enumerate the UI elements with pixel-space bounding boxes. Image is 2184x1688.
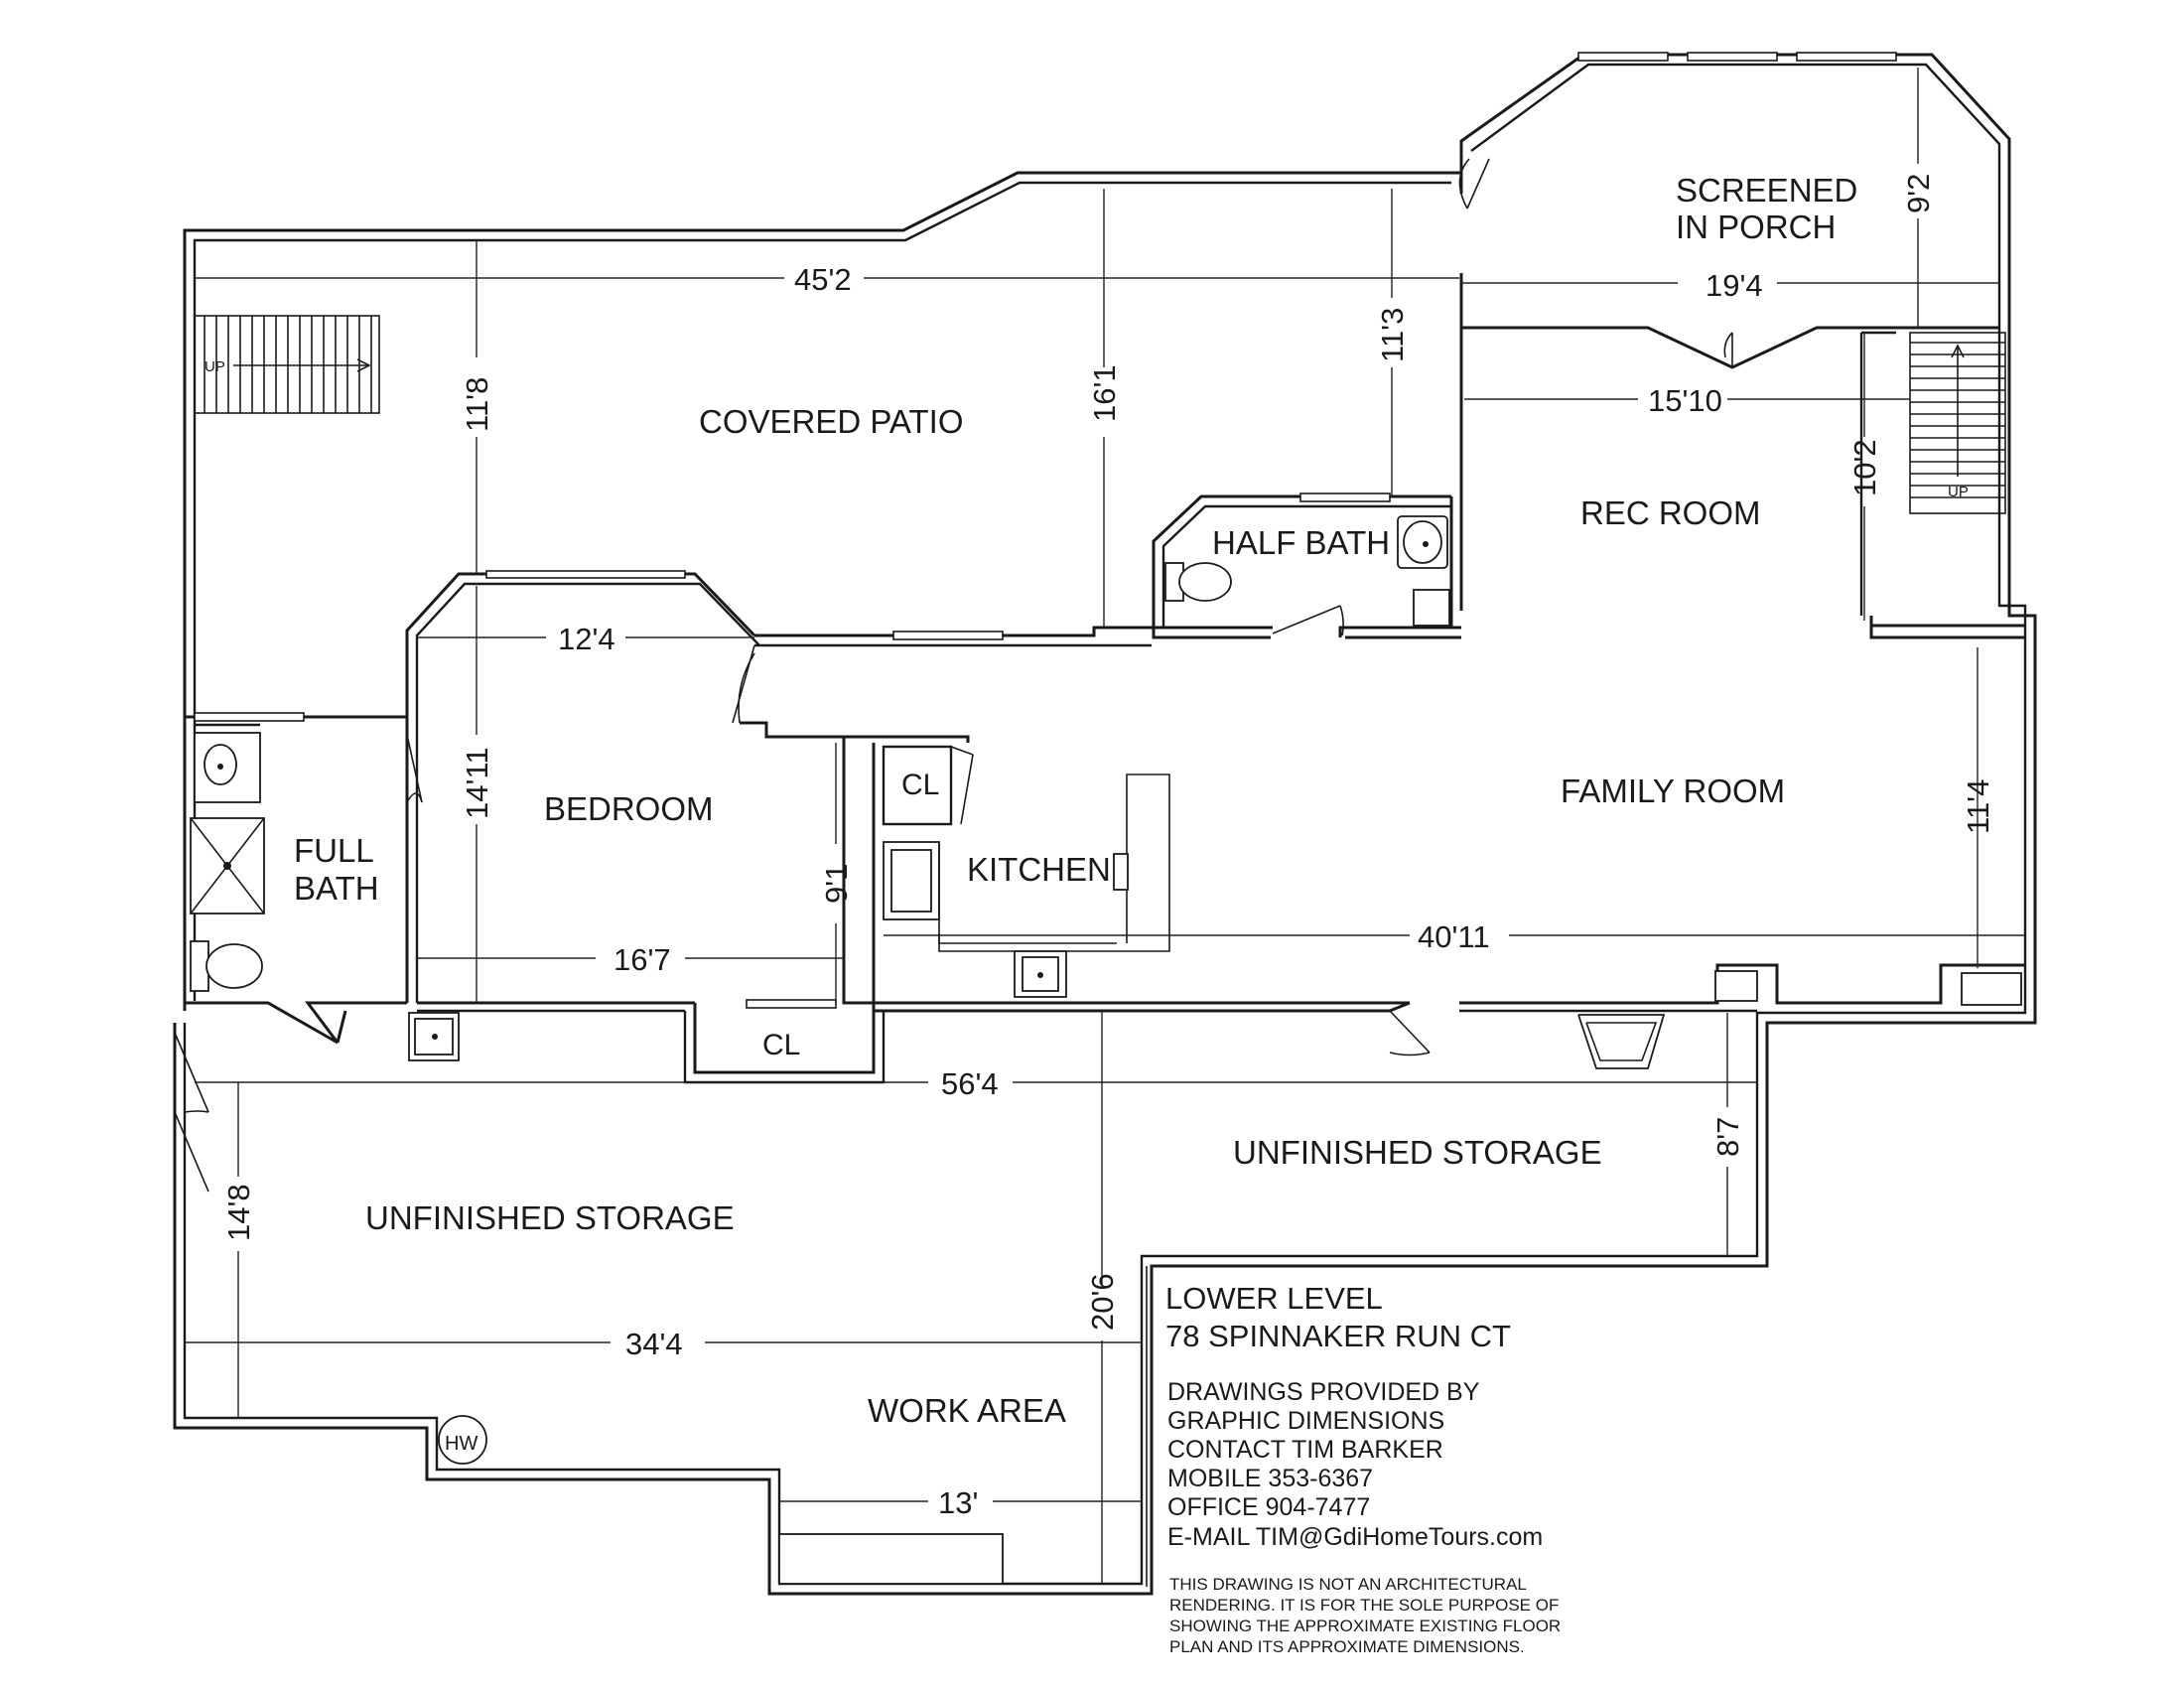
family-room-walls bbox=[874, 616, 2025, 1069]
full-bath-door[interactable] bbox=[406, 734, 423, 803]
half-bath-cabinet bbox=[1413, 589, 1450, 627]
credit-line: GRAPHIC DIMENSIONS bbox=[1167, 1407, 1444, 1435]
credit-line: DRAWINGS PROVIDED BY bbox=[1167, 1378, 1480, 1406]
half-bath-toilet bbox=[1178, 562, 1232, 602]
room-label-unfinished-storage: UNFINISHED STORAGE bbox=[365, 1199, 735, 1236]
credit-line: MOBILE 353-6367 bbox=[1167, 1465, 1373, 1492]
info-block: LOWER LEVEL 78 SPINNAKER RUN CT DRAWINGS… bbox=[1165, 1281, 1561, 1656]
full-bath-exit-door[interactable] bbox=[267, 1002, 339, 1044]
dim-label: 11'4 bbox=[1961, 779, 1995, 834]
room-label-screened-porch: SCREENED bbox=[1676, 172, 1857, 209]
bedroom-door[interactable] bbox=[732, 644, 755, 724]
dim-label: 19'4 bbox=[1706, 268, 1763, 303]
storage-entry: HW bbox=[174, 1002, 1004, 1585]
disclaimer-line: PLAN AND ITS APPROXIMATE DIMENSIONS. bbox=[1169, 1637, 1525, 1656]
water-heater-label: HW bbox=[445, 1433, 478, 1455]
plan-level-title: LOWER LEVEL bbox=[1165, 1281, 1383, 1316]
fireplace bbox=[1577, 1014, 1666, 1069]
room-label-work-area: WORK AREA bbox=[868, 1392, 1066, 1429]
kitchen-closet-door[interactable] bbox=[960, 754, 974, 825]
plan-address: 78 SPINNAKER RUN CT bbox=[1165, 1319, 1511, 1353]
disclaimer-line: RENDERING. IT IS FOR THE SOLE PURPOSE OF bbox=[1169, 1596, 1559, 1615]
room-label-covered-patio: COVERED PATIO bbox=[699, 403, 963, 440]
stairs-right[interactable]: UP bbox=[1859, 331, 2006, 616]
dimension-lines bbox=[185, 68, 2025, 1584]
dim-label: 12'4 bbox=[558, 622, 615, 656]
water-heater bbox=[438, 1415, 487, 1465]
porch-window bbox=[1687, 52, 1778, 62]
dim-label: 56'4 bbox=[941, 1066, 999, 1101]
stairs-up-label: UP bbox=[1948, 484, 1969, 500]
dim-label: 10'2 bbox=[1847, 439, 1882, 496]
room-label-half-bath: HALF BATH bbox=[1212, 524, 1390, 561]
room-label-full-bath: FULL bbox=[294, 832, 374, 869]
porch-window bbox=[1577, 52, 1669, 62]
dim-label: 14'8 bbox=[221, 1184, 256, 1241]
credit-line: CONTACT TIM BARKER bbox=[1167, 1436, 1443, 1464]
exterior-wall-outline bbox=[173, 283, 2037, 1596]
full-bath-walls bbox=[185, 712, 423, 1045]
kitchen-counter bbox=[938, 774, 1170, 952]
dim-label: 8'7 bbox=[1710, 1117, 1745, 1157]
full-bath-toilet bbox=[205, 943, 263, 989]
stairs-left[interactable]: UP bbox=[194, 315, 380, 414]
dimension-labels: 45'2 19'4 9'2 11'3 16'1 11'8 15'10 10'2 … bbox=[221, 174, 1995, 1520]
half-bath-window bbox=[1299, 492, 1391, 502]
credit-line: OFFICE 904-7477 bbox=[1167, 1493, 1370, 1521]
porch-door[interactable] bbox=[1466, 158, 1490, 210]
room-label-unfinished-storage: UNFINISHED STORAGE bbox=[1233, 1134, 1602, 1171]
dim-label: 15'10 bbox=[1648, 383, 1722, 418]
stairs-up-label: UP bbox=[205, 358, 225, 375]
storage-door[interactable] bbox=[1389, 1010, 1431, 1054]
porch-wall-inner bbox=[1470, 63, 2001, 283]
room-labels: COVERED PATIO SCREENED IN PORCH HALF BAT… bbox=[294, 172, 1857, 1429]
room-label-family-room: FAMILY ROOM bbox=[1561, 773, 1785, 809]
workbench bbox=[778, 1533, 1004, 1585]
bedroom-window bbox=[485, 570, 686, 579]
dim-label: 20'6 bbox=[1085, 1273, 1120, 1331]
room-label-rec-room: REC ROOM bbox=[1580, 494, 1761, 531]
dim-label: 9'1 bbox=[819, 864, 854, 904]
disclaimer-line: SHOWING THE APPROXIMATE EXISTING FLOOR bbox=[1169, 1617, 1561, 1635]
patio-slider-door bbox=[892, 631, 1004, 640]
dim-label: 45'2 bbox=[794, 262, 852, 297]
fireplace-hearth bbox=[1714, 970, 1758, 1002]
kitchen bbox=[874, 745, 1410, 1005]
room-label-full-bath: BATH bbox=[294, 870, 379, 907]
exterior-door[interactable] bbox=[174, 1032, 209, 1113]
porch-door-arc bbox=[1723, 332, 1733, 367]
middle-walls bbox=[405, 570, 1461, 743]
dim-label: 34'4 bbox=[625, 1327, 683, 1361]
half-bath-door[interactable] bbox=[1272, 605, 1341, 634]
dim-label: 16'1 bbox=[1087, 364, 1122, 422]
dim-label: 11'8 bbox=[460, 377, 494, 432]
exterior-wall-outline-inner bbox=[183, 283, 2027, 1586]
closet-door[interactable] bbox=[746, 999, 837, 1009]
dim-label: 9'2 bbox=[1901, 174, 1936, 213]
room-label-kitchen: KITCHEN bbox=[967, 851, 1111, 888]
dim-label: 11'3 bbox=[1375, 308, 1410, 362]
porch-window bbox=[1796, 52, 1897, 62]
disclaimer-line: THIS DRAWING IS NOT AN ARCHITECTURAL bbox=[1169, 1575, 1527, 1594]
dim-label: 16'7 bbox=[614, 942, 671, 977]
kitchen-closet bbox=[882, 745, 953, 826]
room-label-bedroom: BEDROOM bbox=[544, 790, 714, 827]
room-label-closet: CL bbox=[901, 769, 939, 801]
dim-label: 14'11 bbox=[460, 747, 494, 819]
room-label-screened-porch: IN PORCH bbox=[1676, 209, 1836, 245]
screened-porch-walls bbox=[1458, 52, 1999, 611]
half-bath-walls bbox=[1152, 492, 1453, 636]
dim-label: 13' bbox=[938, 1485, 978, 1520]
dim-label: 40'11 bbox=[1418, 919, 1490, 954]
credit-email: E-MAIL TIM@GdiHomeTours.com bbox=[1167, 1523, 1543, 1551]
exterior-wall-top-inner bbox=[193, 181, 1451, 1001]
room-label-closet: CL bbox=[762, 1029, 800, 1061]
built-in-cabinet bbox=[1961, 972, 2022, 1006]
